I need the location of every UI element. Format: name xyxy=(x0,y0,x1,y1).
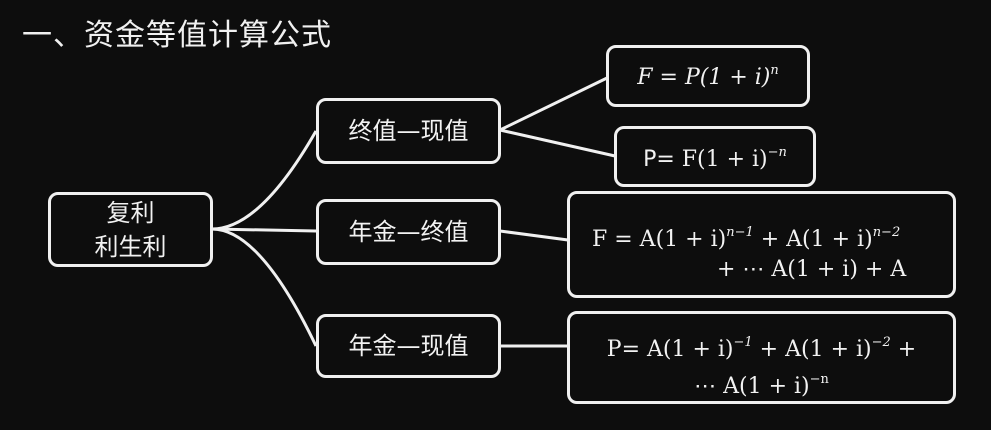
connector-root-to-branch2 xyxy=(211,227,317,233)
connector-branch1-to-pv xyxy=(499,128,616,158)
formula-pv-single: P= F(1 + i)−n xyxy=(614,126,816,187)
formula-text: F = A(1 + i) xyxy=(592,227,727,252)
formula-exponent: n−2 xyxy=(872,225,901,240)
root-node: 复利 利生利 xyxy=(48,192,213,267)
root-line2: 利生利 xyxy=(94,232,167,261)
formula-fv-annuity: F = A(1 + i)n−1 + A(1 + i)n−2 + ⋯ A(1 + … xyxy=(567,191,956,298)
formula-exponent: n xyxy=(770,63,779,78)
branch-node-3: 年金—现值 xyxy=(316,314,501,378)
connector-root-to-branch3 xyxy=(211,227,318,347)
formula-text: F(1 + i) xyxy=(674,147,768,172)
formula-text: P= A(1 + i) xyxy=(606,337,734,362)
formula-text: + ⋯ A(1 + i) + A xyxy=(717,257,907,282)
formula-text: F xyxy=(637,65,653,90)
branch-label: 年金—终值 xyxy=(348,218,469,246)
connector-branch1-to-fv xyxy=(499,76,608,132)
formula-fv-single: F = P(1 + i)n xyxy=(606,45,810,107)
formula-exponent: −1 xyxy=(733,335,753,350)
formula-text: P= xyxy=(643,147,675,172)
formula-text: = xyxy=(652,65,685,90)
formula-text: + xyxy=(890,337,917,362)
formula-exponent: −n xyxy=(767,145,787,160)
formula-text: P(1 + i) xyxy=(684,65,771,90)
connector-root-to-branch1 xyxy=(211,130,318,231)
branch-node-1: 终值—现值 xyxy=(316,98,501,164)
formula-pv-annuity: P= A(1 + i)−1 + A(1 + i)−2 + ⋯ A(1 + i)−… xyxy=(567,311,956,404)
formula-text: + A(1 + i) xyxy=(752,337,872,362)
connector-branch2-to-fva xyxy=(499,229,569,242)
branch-node-2: 年金—终值 xyxy=(316,199,501,265)
formula-text: + A(1 + i) xyxy=(753,227,873,252)
root-line1: 复利 xyxy=(106,198,155,227)
formula-exponent: n−1 xyxy=(726,225,754,240)
page-title: 一、资金等值计算公式 xyxy=(22,18,332,53)
formula-exponent: −n xyxy=(809,372,829,387)
branch-label: 年金—现值 xyxy=(348,332,469,360)
formula-text: ⋯ A(1 + i) xyxy=(694,374,810,399)
branch-label: 终值—现值 xyxy=(348,117,469,145)
formula-exponent: −2 xyxy=(871,335,891,350)
